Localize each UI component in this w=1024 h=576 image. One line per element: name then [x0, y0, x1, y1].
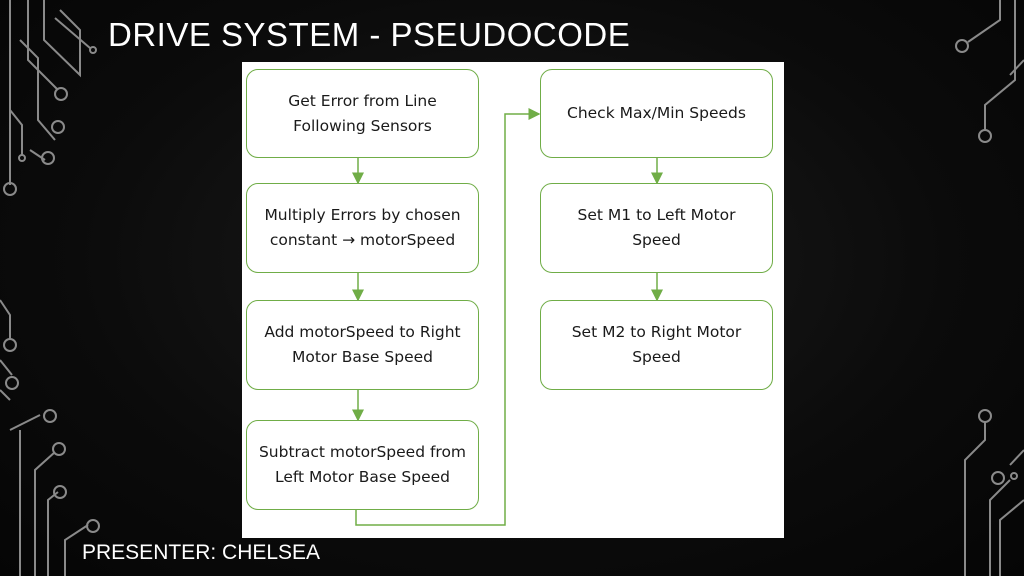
step-get-error: Get Error from Line Following Sensors — [246, 69, 479, 158]
flowchart-connectors — [352, 108, 663, 526]
slide-title: DRIVE SYSTEM - PSEUDOCODE — [108, 16, 631, 53]
presenter-label: PRESENTER: CHELSEA — [82, 541, 321, 564]
step-subtract-motor-speed: Subtract motorSpeed from Left Motor Base… — [246, 420, 479, 510]
step-get-error-text: Get Error from Line Following Sensors — [288, 91, 437, 135]
step-multiply-errors-text: Multiply Errors by chosen constant → mot… — [264, 206, 461, 249]
step-set-m1: Set M1 to Left Motor Speed — [540, 183, 773, 273]
step-add-motor-speed-text: Add motorSpeed to Right Motor Base Speed — [264, 323, 461, 366]
step-set-m2-text: Set M2 to Right Motor Speed — [571, 323, 742, 366]
step-check-speeds: Check Max/Min Speeds — [540, 69, 773, 158]
step-subtract-motor-speed-text: Subtract motorSpeed from Left Motor Base… — [258, 443, 467, 486]
arrow-4 — [355, 108, 541, 526]
step-check-speeds-text: Check Max/Min Speeds — [567, 104, 746, 122]
step-add-motor-speed: Add motorSpeed to Right Motor Base Speed — [246, 300, 479, 390]
step-set-m2: Set M2 to Right Motor Speed — [540, 300, 773, 390]
step-set-m1-text: Set M1 to Left Motor Speed — [577, 206, 736, 249]
step-multiply-errors: Multiply Errors by chosen constant → mot… — [246, 183, 479, 273]
flowchart-panel: Get Error from Line Following Sensors Mu… — [242, 62, 784, 538]
